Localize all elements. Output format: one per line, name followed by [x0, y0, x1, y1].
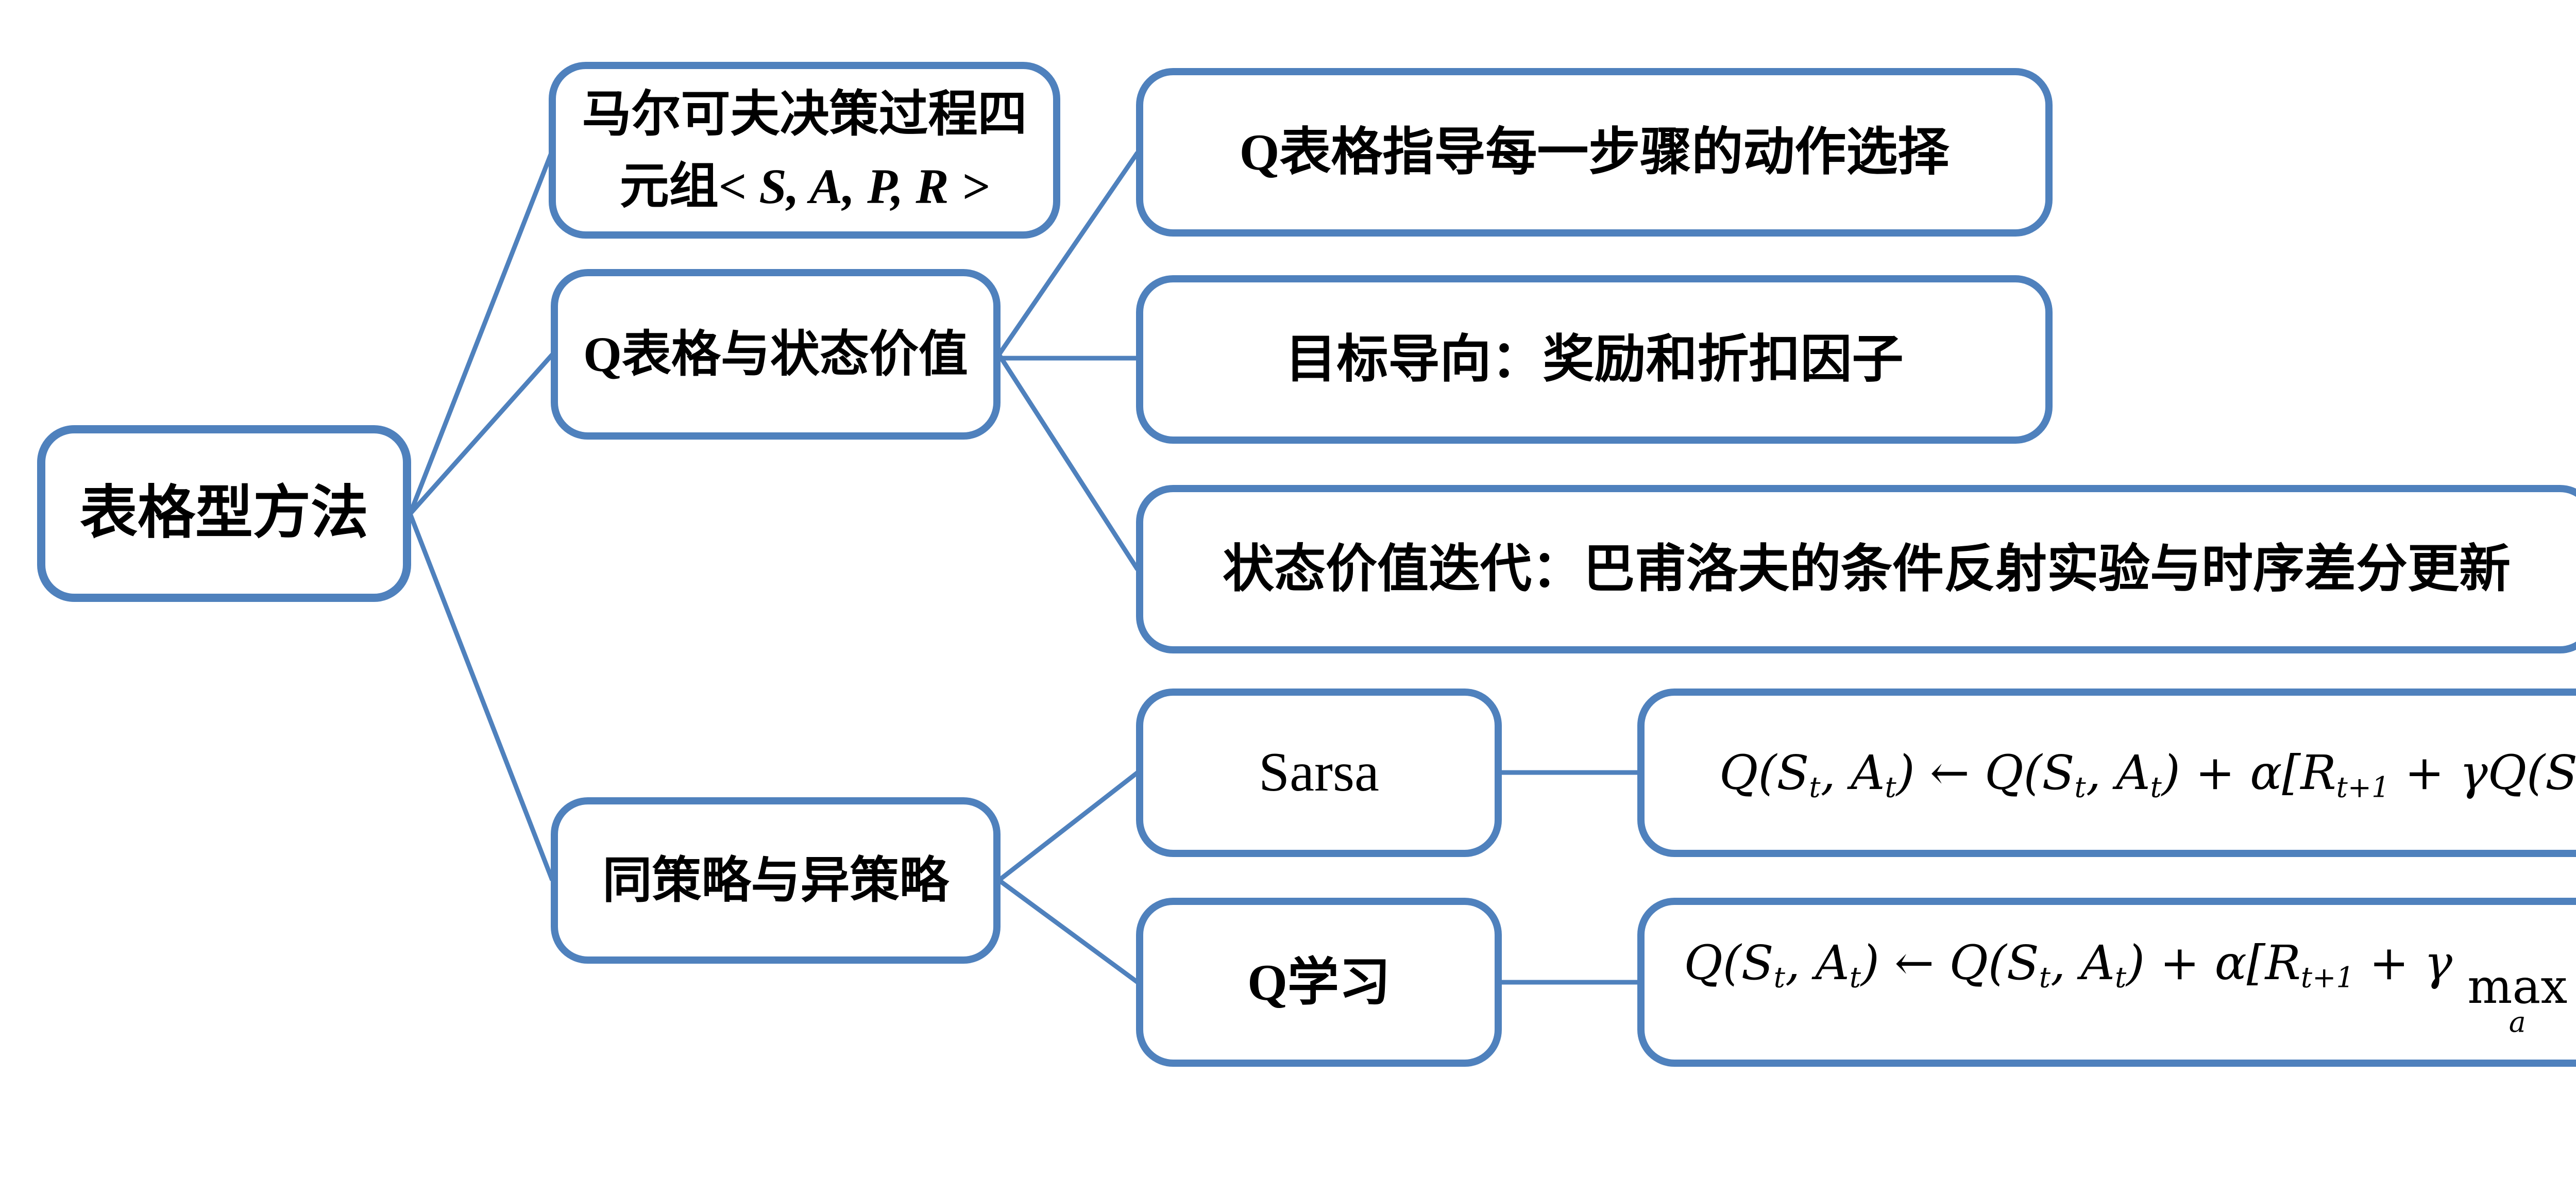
node-tabular-methods-label: 表格型方法 — [80, 481, 368, 546]
node-on-off-policy-label: 同策略与异策略 — [602, 852, 949, 908]
node-qtable-state-value-label: Q表格与状态价值 — [583, 326, 968, 382]
node-goal-oriented: 目标导向：奖励和折扣因子 — [1136, 275, 2053, 444]
node-qtable-state-value: Q表格与状态价值 — [551, 269, 1001, 440]
node-state-value-iteration: 状态价值迭代：巴甫洛夫的条件反射实验与时序差分更新 — [1136, 485, 2576, 653]
connector-root-to-policy — [408, 513, 555, 881]
node-mdp-tuple: 马尔可夫决策过程四 元组< S, A, P, R > — [549, 62, 1060, 239]
node-qtable-guides-actions-label: Q表格指导每一步骤的动作选择 — [1239, 124, 1950, 181]
node-sarsa: Sarsa — [1136, 689, 1502, 857]
connector-root-to-mdp — [408, 149, 555, 515]
connector-qtable-to-qguide — [997, 151, 1140, 356]
node-goal-oriented-label: 目标导向：奖励和折扣因子 — [1285, 331, 1904, 388]
connector-policy-to-sarsa — [997, 770, 1139, 882]
node-qlearning: Q学习 — [1136, 898, 1502, 1067]
node-qlearning-label: Q学习 — [1247, 953, 1391, 1011]
mdp-tuple-math: < S, A, P, R > — [718, 158, 990, 214]
node-sarsa-formula: Q(St, At) ← Q(St, At) + α[Rt+1 + γQ(St+1… — [1637, 689, 2576, 857]
node-qtable-guides-actions: Q表格指导每一步骤的动作选择 — [1136, 68, 2053, 237]
node-on-off-policy: 同策略与异策略 — [551, 797, 1001, 964]
node-tabular-methods: 表格型方法 — [37, 425, 411, 602]
sarsa-update-formula: Q(St, At) ← Q(St, At) + α[Rt+1 + γQ(St+1… — [1719, 745, 2576, 804]
connector-policy-to-qlearn — [997, 878, 1139, 984]
connector-qtable-to-statevalue — [997, 353, 1140, 571]
node-sarsa-label: Sarsa — [1259, 742, 1379, 803]
node-mdp-tuple-label: 马尔可夫决策过程四 元组< S, A, P, R > — [582, 87, 1027, 214]
node-state-value-iteration-label: 状态价值迭代：巴甫洛夫的条件反射实验与时序差分更新 — [1223, 541, 2511, 598]
connector-root-to-qtable — [408, 353, 554, 515]
